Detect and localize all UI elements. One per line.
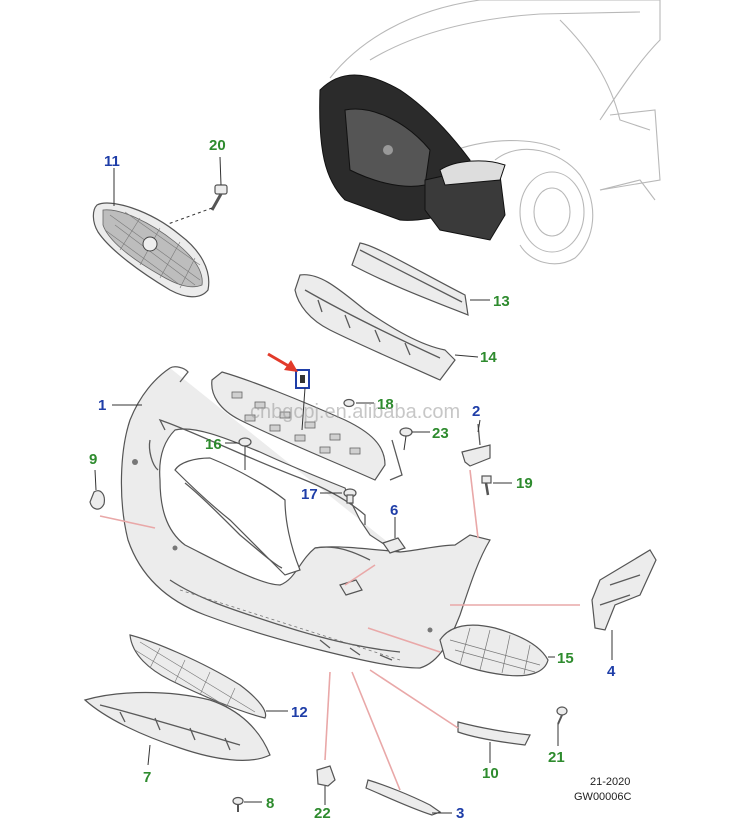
part-deflector-13 xyxy=(351,242,469,316)
label-18: 18 xyxy=(377,396,394,413)
label-2: 2 xyxy=(472,403,480,420)
part-bracket-18 xyxy=(211,371,403,481)
label-22: 22 xyxy=(314,805,331,819)
label-13: 13 xyxy=(493,293,510,310)
part-bolt-21 xyxy=(556,706,568,725)
leader-lines xyxy=(94,156,613,814)
part-fastener-16 xyxy=(238,437,252,470)
label-16: 16 xyxy=(205,436,222,453)
part-clip-9 xyxy=(89,490,105,510)
part-strip-3 xyxy=(365,779,442,816)
label-4: 4 xyxy=(607,663,616,680)
label-17: 17 xyxy=(301,486,318,503)
label-15: 15 xyxy=(557,650,574,667)
label-7: 7 xyxy=(143,769,151,786)
vehicle-outline xyxy=(329,0,661,265)
part-trim-strip-10 xyxy=(457,721,531,746)
footer-date: 21-2020 xyxy=(590,776,630,788)
part-bracket-22 xyxy=(316,765,336,787)
part-bolt-20 xyxy=(210,184,228,211)
callout-labels: 1 2 3 4 6 7 8 9 10 11 12 13 14 15 16 17 … xyxy=(89,137,616,819)
part-grille xyxy=(92,202,210,298)
part-screw-8 xyxy=(232,796,244,812)
part-fastener-23 xyxy=(399,427,413,451)
label-12: 12 xyxy=(291,704,308,721)
label-11: 11 xyxy=(104,153,120,170)
bumper-lower-lip xyxy=(169,579,401,661)
part-fastener-18-top xyxy=(343,398,355,408)
label-10: 10 xyxy=(482,765,499,782)
watermark-text: cnbgcpj.en.alibaba.com xyxy=(250,401,460,423)
label-9: 9 xyxy=(89,451,97,468)
label-20: 20 xyxy=(209,137,226,154)
part-lower-grille-12 xyxy=(129,634,267,719)
part-bracket-2 xyxy=(461,423,491,467)
label-3: 3 xyxy=(456,805,464,819)
vehicle-front-dark xyxy=(319,74,506,241)
label-8: 8 xyxy=(266,795,274,812)
label-21: 21 xyxy=(548,749,565,766)
label-14: 14 xyxy=(480,349,497,366)
label-23: 23 xyxy=(432,425,449,442)
footer-code: GW00006C xyxy=(574,791,632,803)
label-6: 6 xyxy=(390,502,398,519)
part-support-14 xyxy=(294,274,456,381)
part-front-bumper xyxy=(120,366,491,669)
highlight-marker xyxy=(267,352,310,389)
label-1: 1 xyxy=(98,397,106,414)
part-fastener-17 xyxy=(343,488,357,504)
label-19: 19 xyxy=(516,475,533,492)
part-fog-grille-15 xyxy=(439,624,549,677)
part-undertray-7 xyxy=(83,691,271,761)
part-bolt-19 xyxy=(481,475,492,496)
part-side-bracket-4 xyxy=(591,549,657,631)
